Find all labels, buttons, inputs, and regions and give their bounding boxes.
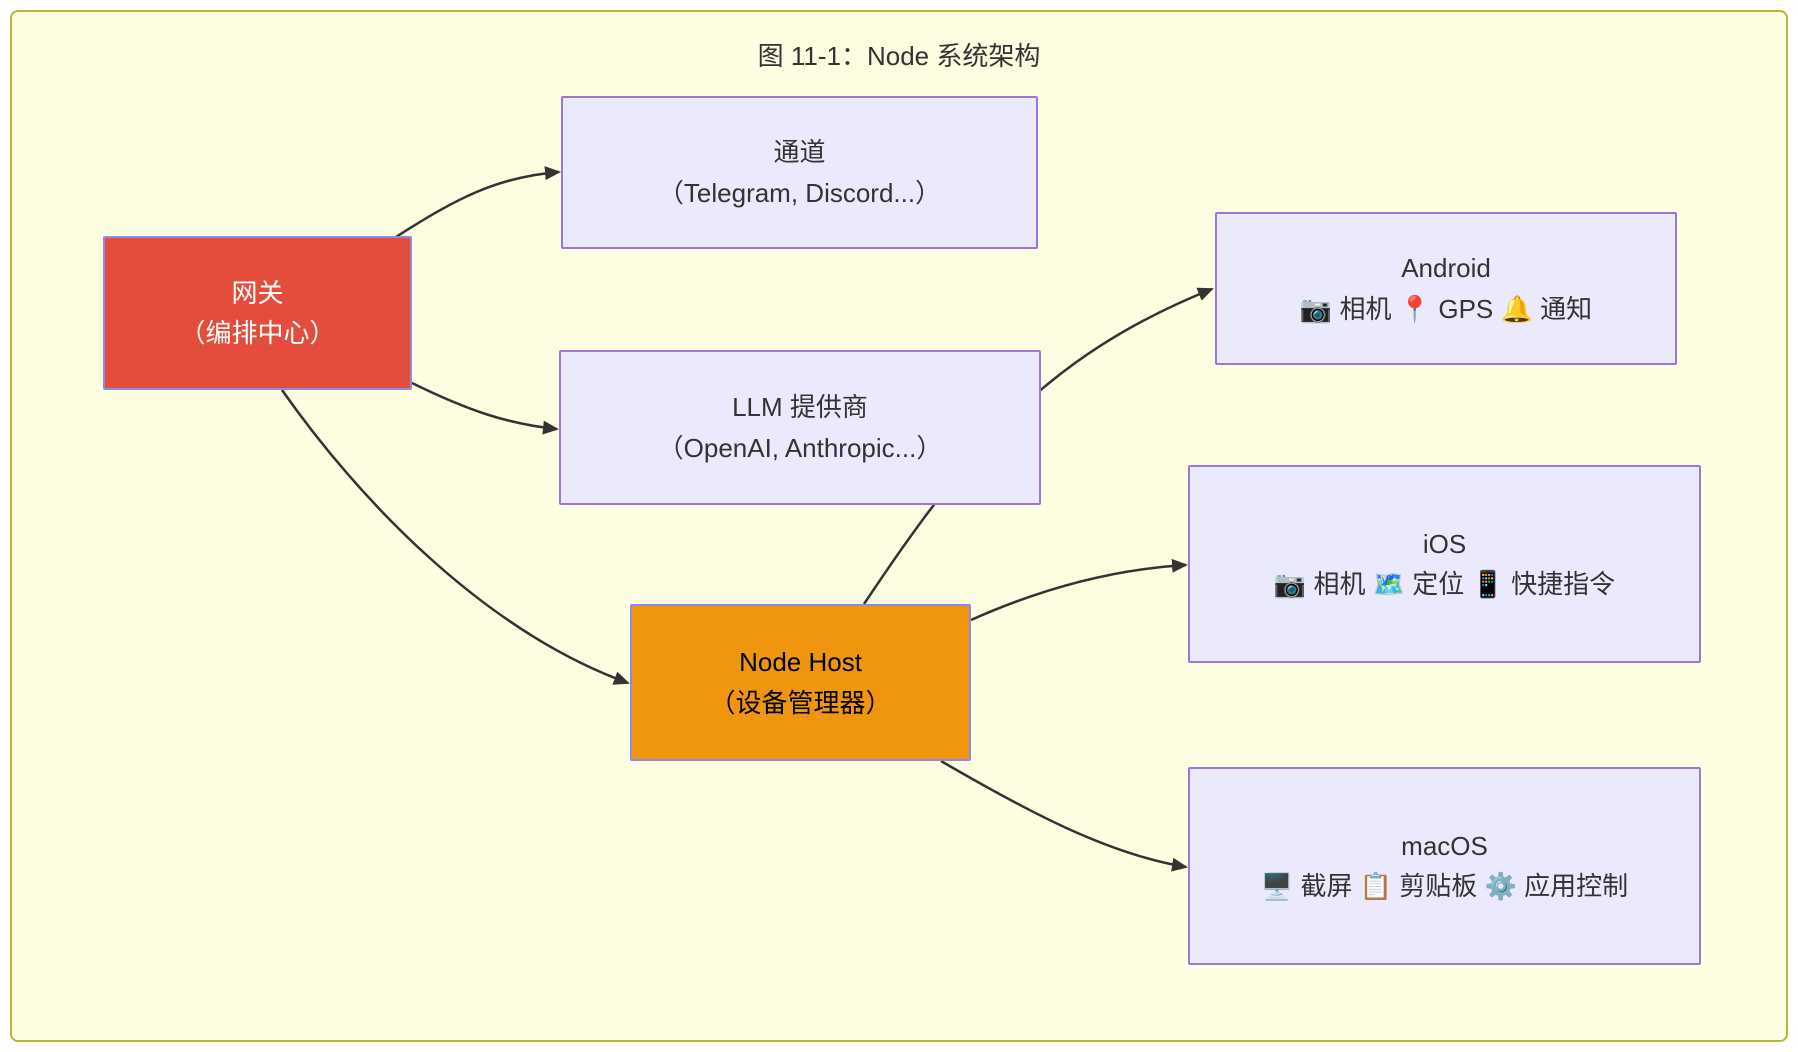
node-android: Android 📷 相机 📍 GPS 🔔 通知 [1215,212,1677,365]
node-android-title: Android [1401,253,1491,284]
node-nodehost-subtitle: （设备管理器） [709,687,892,718]
node-channels: 通道 （Telegram, Discord...） [561,96,1038,249]
edge-gateway-channels [395,166,561,239]
node-channels-subtitle: （Telegram, Discord...） [657,177,942,208]
node-gateway: 网关 （编排中心） [103,236,412,390]
node-channels-title: 通道 [773,137,826,168]
node-ios: iOS 📷 相机 🗺️ 定位 📱 快捷指令 [1188,465,1701,663]
node-macos-title: macOS [1401,830,1488,861]
node-gateway-title: 网关 [231,277,284,308]
edge-gateway-nodehost [280,389,630,685]
node-ios-title: iOS [1422,528,1467,559]
node-ios-features: 📷 相机 🗺️ 定位 📱 快捷指令 [1273,569,1616,599]
edge-nodehost-macos [940,759,1188,872]
node-llm-provider: LLM 提供商 （OpenAI, Anthropic...） [559,350,1041,505]
diagram-canvas: 图 11-1：Node 系统架构 网关 （编排中心） 通道 （Telegram,… [10,10,1788,1042]
node-llm-title: LLM 提供商 [732,392,868,423]
node-nodehost: Node Host （设备管理器） [630,604,971,761]
node-llm-subtitle: （OpenAI, Anthropic...） [657,432,943,463]
diagram-title: 图 11-1：Node 系统架构 [757,41,1041,71]
node-macos-features: 🖥️ 截屏 📋 剪贴板 ⚙️ 应用控制 [1260,871,1629,901]
edge-gateway-llm [411,381,559,435]
node-android-features: 📷 相机 📍 GPS 🔔 通知 [1299,293,1593,324]
edge-nodehost-ios [970,558,1188,622]
node-macos: macOS 🖥️ 截屏 📋 剪贴板 ⚙️ 应用控制 [1188,767,1701,965]
node-nodehost-title: Node Host [739,647,862,678]
node-gateway-subtitle: （编排中心） [179,318,336,348]
